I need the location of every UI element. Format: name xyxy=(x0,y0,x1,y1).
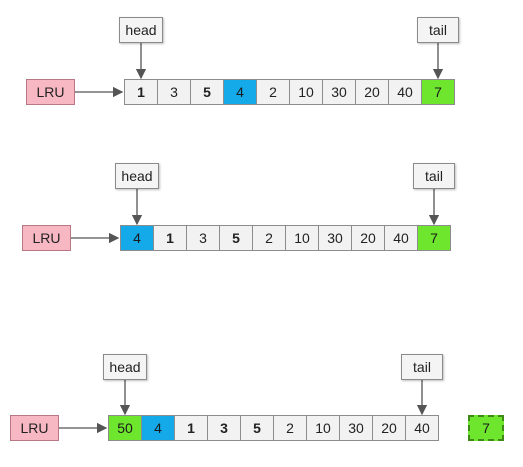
array-cell: 2 xyxy=(252,225,286,251)
lru-label-box: LRU xyxy=(22,225,71,251)
array-cell: 4 xyxy=(141,415,175,441)
array-cell: 20 xyxy=(355,79,389,105)
array-cell: 1 xyxy=(174,415,208,441)
array-cell: 5 xyxy=(240,415,274,441)
array-cell: 50 xyxy=(108,415,142,441)
tail-pointer: tail xyxy=(413,163,455,189)
head-pointer: head xyxy=(115,163,159,189)
evicted-cell: 7 xyxy=(468,415,504,441)
array-cell: 1 xyxy=(124,79,158,105)
lru-label-box: LRU xyxy=(10,415,59,441)
tail-pointer: tail xyxy=(417,17,459,43)
array-cell: 20 xyxy=(372,415,406,441)
array-cell: 7 xyxy=(421,79,455,105)
array-cell: 3 xyxy=(157,79,191,105)
array-cell: 40 xyxy=(388,79,422,105)
array-cell: 40 xyxy=(384,225,418,251)
array-cell: 7 xyxy=(417,225,451,251)
array-cell: 30 xyxy=(322,79,356,105)
array-cell: 3 xyxy=(207,415,241,441)
head-pointer: head xyxy=(103,354,147,380)
array-cell: 5 xyxy=(190,79,224,105)
lru-label-box: LRU xyxy=(26,79,75,105)
array-cell: 4 xyxy=(223,79,257,105)
array-cell: 10 xyxy=(289,79,323,105)
array-cell: 30 xyxy=(318,225,352,251)
array-cell: 30 xyxy=(339,415,373,441)
array-cell: 10 xyxy=(285,225,319,251)
array-cell: 1 xyxy=(153,225,187,251)
array-cell: 2 xyxy=(273,415,307,441)
array-cell: 3 xyxy=(186,225,220,251)
array-cell: 20 xyxy=(351,225,385,251)
array-cell: 5 xyxy=(219,225,253,251)
array-cell: 4 xyxy=(120,225,154,251)
array-cell: 40 xyxy=(405,415,439,441)
array-cell: 2 xyxy=(256,79,290,105)
head-pointer: head xyxy=(119,17,163,43)
array-cell: 10 xyxy=(306,415,340,441)
tail-pointer: tail xyxy=(401,354,443,380)
